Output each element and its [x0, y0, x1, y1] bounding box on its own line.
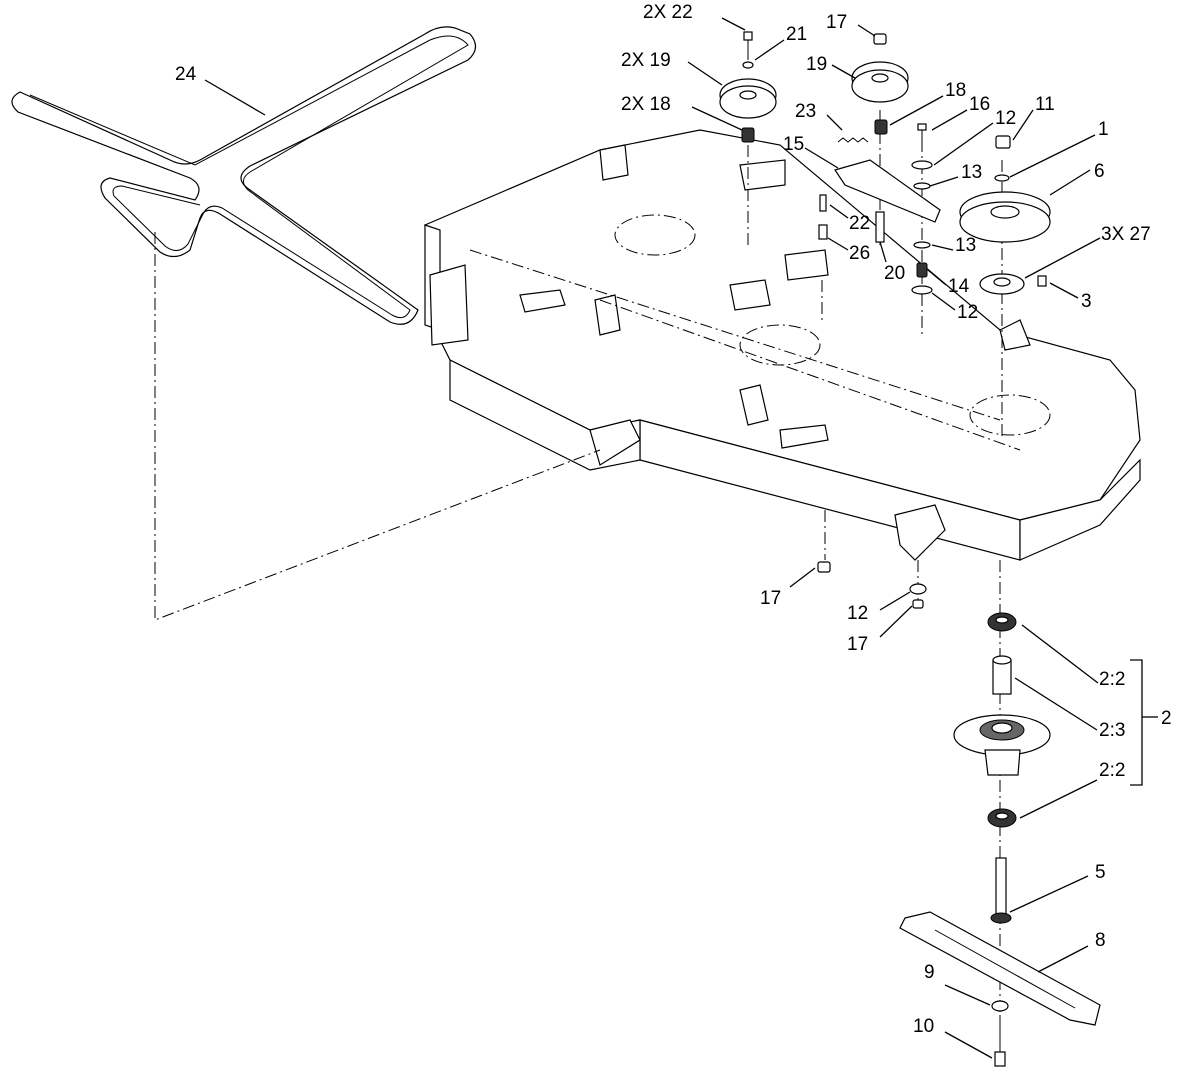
label-17-top: 17: [826, 12, 847, 33]
callout-labels: 24 2X 22 21 2X 19 2X 18 17 19 18 23 16 1…: [175, 2, 1172, 1037]
spindle-spacer: [992, 655, 1012, 695]
spindle-housing: [953, 714, 1051, 776]
label-13-a: 13: [961, 162, 982, 183]
blade-washer: [991, 1000, 1009, 1012]
label-12-c: 12: [847, 603, 868, 624]
label-17-mid: 17: [760, 588, 781, 609]
label-2: 2: [1161, 708, 1172, 729]
bushing-14: [916, 262, 928, 278]
label-13-b: 13: [955, 235, 976, 256]
bearing-upper: [987, 612, 1017, 632]
washer-13b: [913, 241, 931, 249]
label-2x22: 2X 22: [643, 2, 693, 23]
label-12-a: 12: [995, 108, 1016, 129]
spring: [837, 137, 869, 143]
washer-13a: [913, 182, 931, 190]
label-11: 11: [1035, 94, 1055, 115]
label-21: 21: [786, 24, 807, 45]
idler-pulley-left: [719, 78, 777, 119]
label-23: 23: [795, 101, 816, 122]
spindle-shaft: [990, 857, 1012, 924]
screw-3: [1037, 275, 1047, 287]
label-2x18: 2X 18: [621, 94, 671, 115]
label-10: 10: [913, 1016, 934, 1037]
label-2-3: 2:3: [1099, 720, 1125, 741]
spindle-cover: [979, 273, 1025, 295]
bearing-lower: [987, 808, 1017, 828]
idler-arm: [834, 159, 941, 223]
label-3x27: 3X 27: [1101, 224, 1151, 245]
flange-nut-mid: [817, 561, 831, 573]
nut-11: [995, 135, 1011, 149]
label-5: 5: [1095, 862, 1106, 883]
label-26: 26: [849, 243, 870, 264]
drive-belt: [11, 26, 477, 325]
label-17-low: 17: [847, 634, 868, 655]
washer-12a: [911, 160, 933, 170]
spacer-left: [741, 127, 755, 143]
label-9: 9: [924, 962, 935, 983]
cutting-blade: [899, 911, 1101, 1026]
spacer-right: [874, 119, 888, 135]
label-2-2-b: 2:2: [1099, 760, 1125, 781]
idler-pulley-right: [851, 61, 909, 103]
label-2-2-a: 2:2: [1099, 669, 1125, 690]
label-22: 22: [849, 213, 870, 234]
label-3: 3: [1081, 291, 1092, 312]
label-16: 16: [969, 94, 990, 115]
mower-deck: [424, 129, 1141, 561]
blade-bolt: [994, 1015, 1006, 1067]
label-18: 18: [945, 80, 966, 101]
label-15: 15: [783, 134, 804, 155]
label-6: 6: [1094, 161, 1105, 182]
washer-12b: [911, 285, 933, 295]
washer-1: [994, 174, 1010, 182]
label-12-b: 12: [957, 302, 978, 323]
arm-bolt: [917, 123, 927, 145]
label-2x19: 2X 19: [621, 50, 671, 71]
label-20: 20: [884, 263, 905, 284]
label-1: 1: [1098, 119, 1109, 140]
label-14: 14: [948, 276, 970, 297]
flange-nut-low: [912, 599, 924, 609]
spindle-pulley: [959, 191, 1051, 243]
washer-21: [742, 61, 754, 69]
washer-12c: [909, 583, 927, 595]
label-19: 19: [806, 54, 827, 75]
label-24: 24: [175, 64, 197, 85]
pin-20: [875, 211, 885, 243]
label-8: 8: [1095, 930, 1106, 951]
stud-22: [819, 194, 827, 212]
top-bolt: [743, 31, 753, 60]
leader-lines: [204, 17, 1158, 1059]
spacer-26: [818, 224, 828, 240]
nut-top: [873, 33, 887, 45]
